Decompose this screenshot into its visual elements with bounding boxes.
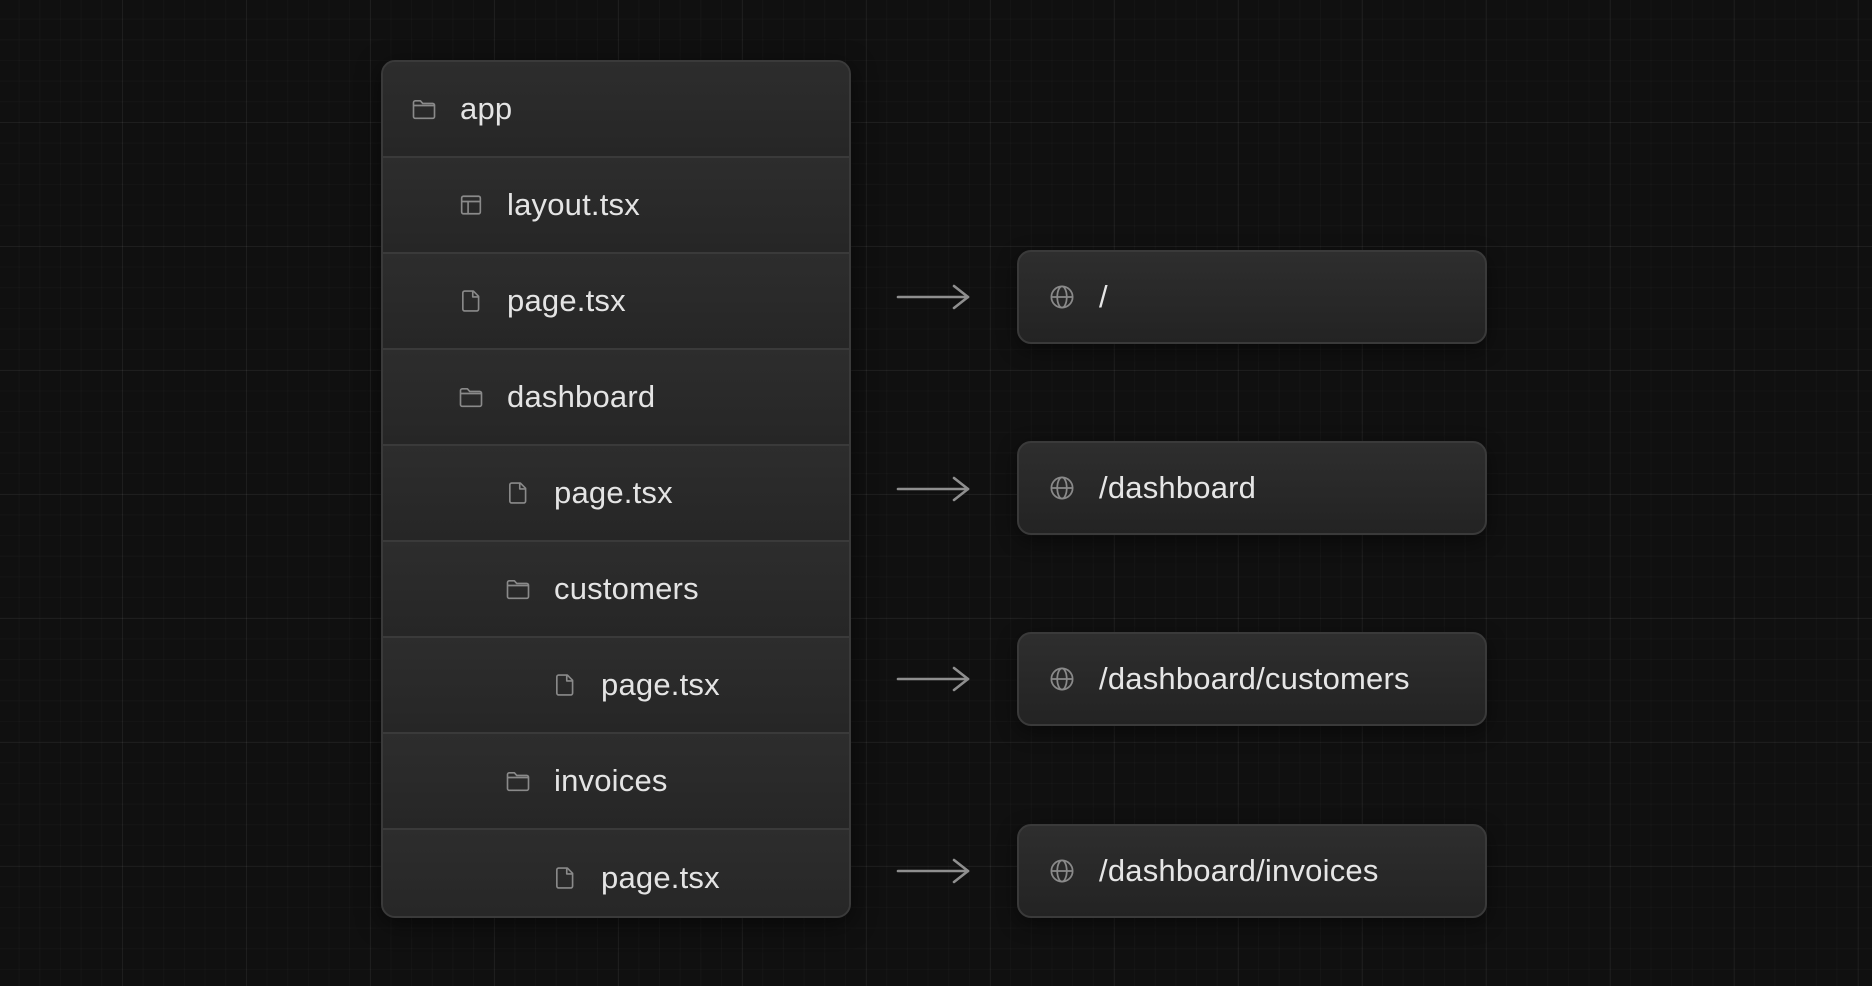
- arrow-right-icon: [896, 664, 972, 694]
- route-path: /: [1099, 279, 1108, 314]
- tree-row-label: customers: [554, 571, 699, 606]
- globe-icon: [1047, 664, 1077, 694]
- tree-row-root-page-file[interactable]: page.tsx: [383, 254, 849, 350]
- tree-row-label: dashboard: [507, 379, 656, 414]
- layout-icon: [457, 191, 485, 219]
- tree-row-invoices-page-file[interactable]: page.tsx: [383, 830, 849, 916]
- file-icon: [504, 479, 532, 507]
- tree-row-label: layout.tsx: [507, 187, 640, 222]
- folder-icon: [457, 383, 485, 411]
- tree-row-app-folder[interactable]: app: [383, 62, 849, 158]
- tree-row-layout-file[interactable]: layout.tsx: [383, 158, 849, 254]
- route-path: /dashboard: [1099, 470, 1257, 505]
- tree-row-label: page.tsx: [601, 860, 720, 895]
- tree-row-dashboard-folder[interactable]: dashboard: [383, 350, 849, 446]
- route-path: /dashboard/customers: [1099, 661, 1410, 696]
- file-tree-panel: app layout.tsx page.tsx dashboard page.t…: [381, 60, 851, 918]
- file-icon: [457, 287, 485, 315]
- route-dashboard-invoices[interactable]: /dashboard/invoices: [1017, 824, 1487, 918]
- arrow-right-icon: [896, 474, 972, 504]
- tree-row-label: app: [460, 91, 513, 126]
- route-dashboard-customers[interactable]: /dashboard/customers: [1017, 632, 1487, 726]
- tree-row-customers-page-file[interactable]: page.tsx: [383, 638, 849, 734]
- route-dashboard[interactable]: /dashboard: [1017, 441, 1487, 535]
- file-icon: [551, 864, 579, 892]
- globe-icon: [1047, 282, 1077, 312]
- tree-row-invoices-folder[interactable]: invoices: [383, 734, 849, 830]
- folder-icon: [504, 575, 532, 603]
- arrow-right-icon: [896, 282, 972, 312]
- folder-icon: [410, 95, 438, 123]
- file-icon: [551, 671, 579, 699]
- arrow-right-icon: [896, 856, 972, 886]
- folder-icon: [504, 767, 532, 795]
- globe-icon: [1047, 856, 1077, 886]
- tree-row-label: page.tsx: [554, 475, 673, 510]
- tree-row-label: page.tsx: [601, 667, 720, 702]
- globe-icon: [1047, 473, 1077, 503]
- tree-row-dashboard-page-file[interactable]: page.tsx: [383, 446, 849, 542]
- tree-row-label: invoices: [554, 763, 668, 798]
- tree-row-customers-folder[interactable]: customers: [383, 542, 849, 638]
- route-path: /dashboard/invoices: [1099, 853, 1379, 888]
- route-root[interactable]: /: [1017, 250, 1487, 344]
- tree-row-label: page.tsx: [507, 283, 626, 318]
